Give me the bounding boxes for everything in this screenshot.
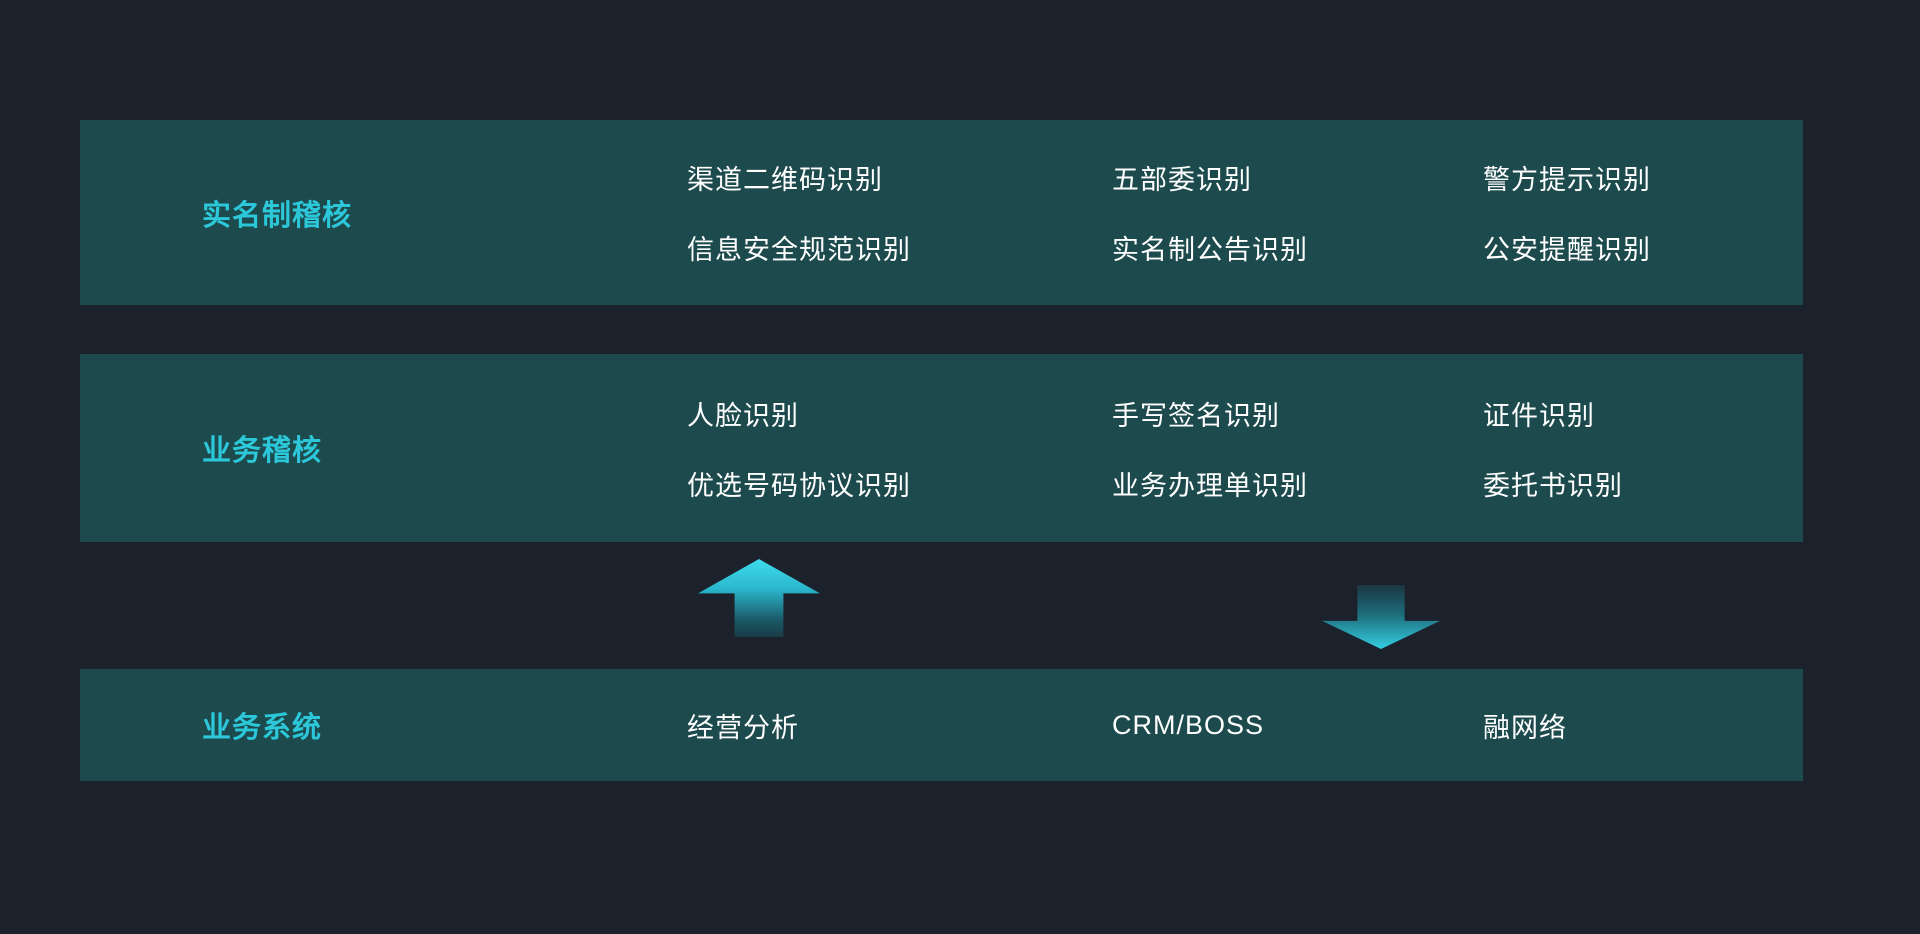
band-business-audit-label: 业务稽核 [202,435,323,467]
arrow-down-icon [1322,585,1440,649]
band-business-audit: 业务稽核 人脸识别 优选号码协议识别 手写签名识别 业务办理单识别 证件识别 委… [80,354,1803,542]
diagram-item: 渠道二维码识别 [687,165,883,195]
band-business-audit-col-2: 手写签名识别 业务办理单识别 [1112,354,1308,542]
diagram-item: 五部委识别 [1112,165,1252,195]
diagram-item: 实名制公告识别 [1112,235,1308,265]
diagram-item: 警方提示识别 [1483,165,1651,195]
diagram-item: 信息安全规范识别 [687,235,911,265]
band-business-systems-col-2: CRM/BOSS [1112,669,1264,781]
band-realname-audit: 实名制稽核 渠道二维码识别 信息安全规范识别 五部委识别 实名制公告识别 警方提… [80,120,1803,305]
band-business-systems-col-3: 融网络 [1483,669,1567,781]
band-business-systems-label: 业务系统 [202,712,323,744]
diagram-item: 手写签名识别 [1112,400,1280,431]
band-realname-audit-col-3: 警方提示识别 公安提醒识别 [1483,120,1651,305]
band-business-systems-col-1: 经营分析 [687,669,799,781]
diagram-item: 人脸识别 [687,400,799,431]
diagram-item: 公安提醒识别 [1483,235,1651,265]
diagram-item: 融网络 [1483,712,1567,743]
diagram-item: 优选号码协议识别 [687,470,911,501]
arrow-up-icon [698,559,820,637]
band-realname-audit-label: 实名制稽核 [202,199,353,232]
diagram-item: 证件识别 [1483,400,1595,431]
band-business-audit-col-1: 人脸识别 优选号码协议识别 [687,354,911,542]
diagram-item: CRM/BOSS [1112,709,1265,740]
band-realname-audit-col-1: 渠道二维码识别 信息安全规范识别 [687,120,911,305]
band-business-systems: 业务系统 经营分析 CRM/BOSS 融网络 [80,669,1803,781]
diagram-item: 委托书识别 [1483,470,1623,501]
diagram-item: 经营分析 [687,712,799,743]
diagram-item: 业务办理单识别 [1112,470,1308,501]
band-business-audit-col-3: 证件识别 委托书识别 [1483,354,1623,542]
band-realname-audit-col-2: 五部委识别 实名制公告识别 [1112,120,1308,305]
